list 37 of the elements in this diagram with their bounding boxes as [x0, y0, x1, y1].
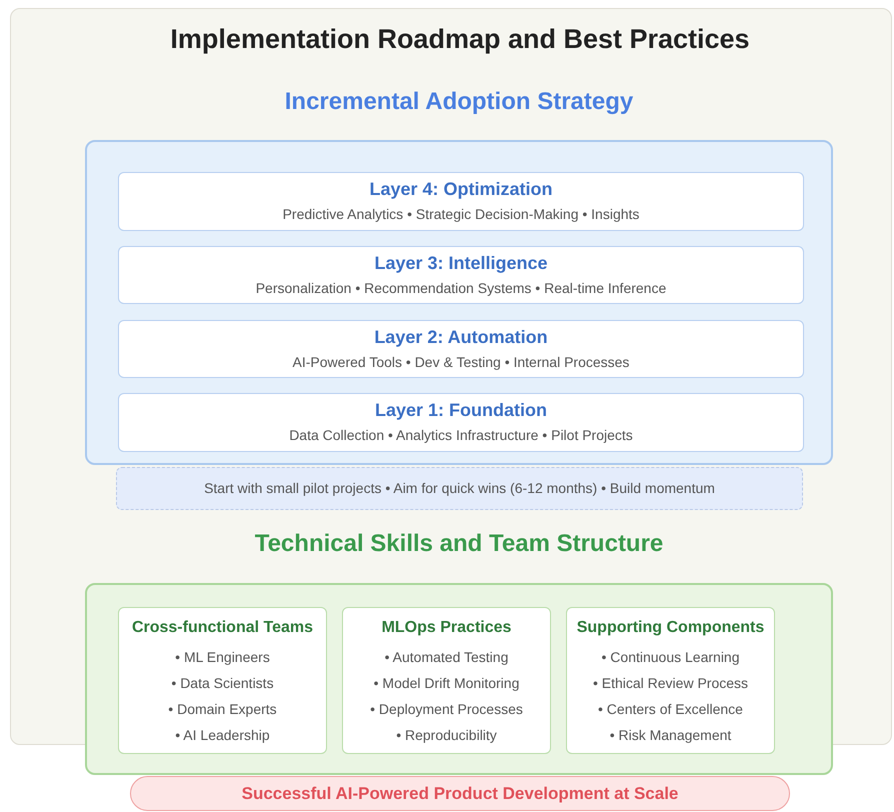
layer-card	[118, 320, 804, 378]
list-item: • Risk Management	[608, 727, 732, 743]
layer-card	[118, 172, 804, 231]
list-item: • Centers of Excellence	[597, 701, 744, 717]
skill-card	[342, 607, 551, 754]
layer-card	[118, 393, 804, 452]
list-item: • Automated Testing	[384, 649, 510, 665]
outcome-banner	[130, 776, 790, 811]
card-title: MLOps Practices	[380, 619, 512, 637]
section-heading: Incremental Adoption Strategy	[284, 88, 634, 116]
list-item: • Domain Experts	[167, 701, 278, 717]
note-banner	[116, 467, 803, 510]
layer-title: Layer 3: Intelligence	[373, 253, 549, 274]
list-item: • AI Leadership	[174, 727, 271, 743]
section-heading: Technical Skills and Team Structure	[254, 530, 664, 558]
layer-description: Predictive Analytics • Strategic Decision-Making • Insights	[282, 206, 640, 222]
layer-description: AI-Powered Tools • Dev & Testing • Internal Processes	[292, 354, 630, 370]
list-item: • Ethical Review Process	[592, 675, 750, 691]
card-title: Supporting Components	[576, 619, 766, 637]
layer-title: Layer 4: Optimization	[368, 179, 554, 200]
skill-card	[118, 607, 327, 754]
layer-title: Layer 1: Foundation	[374, 400, 548, 421]
list-item: • Model Drift Monitoring	[372, 675, 520, 691]
outcome-text: Successful AI-Powered Product Development at Scale	[242, 784, 678, 804]
diagram-title: Implementation Roadmap and Best Practices	[169, 24, 751, 55]
layer-card	[118, 246, 804, 304]
skill-card	[566, 607, 775, 754]
list-item: • ML Engineers	[174, 649, 271, 665]
note-text: Start with small pilot projects • Aim for quick wins (6-12 months) • Build momentum	[204, 480, 715, 496]
list-item: • Reproducibility	[395, 727, 498, 743]
card-title: Cross-functional Teams	[130, 619, 314, 637]
list-item: • Data Scientists	[170, 675, 275, 691]
layer-description: Data Collection • Analytics Infrastructure • Pilot Projects	[288, 427, 634, 443]
layer-title: Layer 2: Automation	[373, 327, 549, 348]
layer-description: Personalization • Recommendation Systems • Real-time Inference	[254, 280, 668, 296]
list-item: • Deployment Processes	[369, 701, 524, 717]
list-item: • Continuous Learning	[600, 649, 740, 665]
